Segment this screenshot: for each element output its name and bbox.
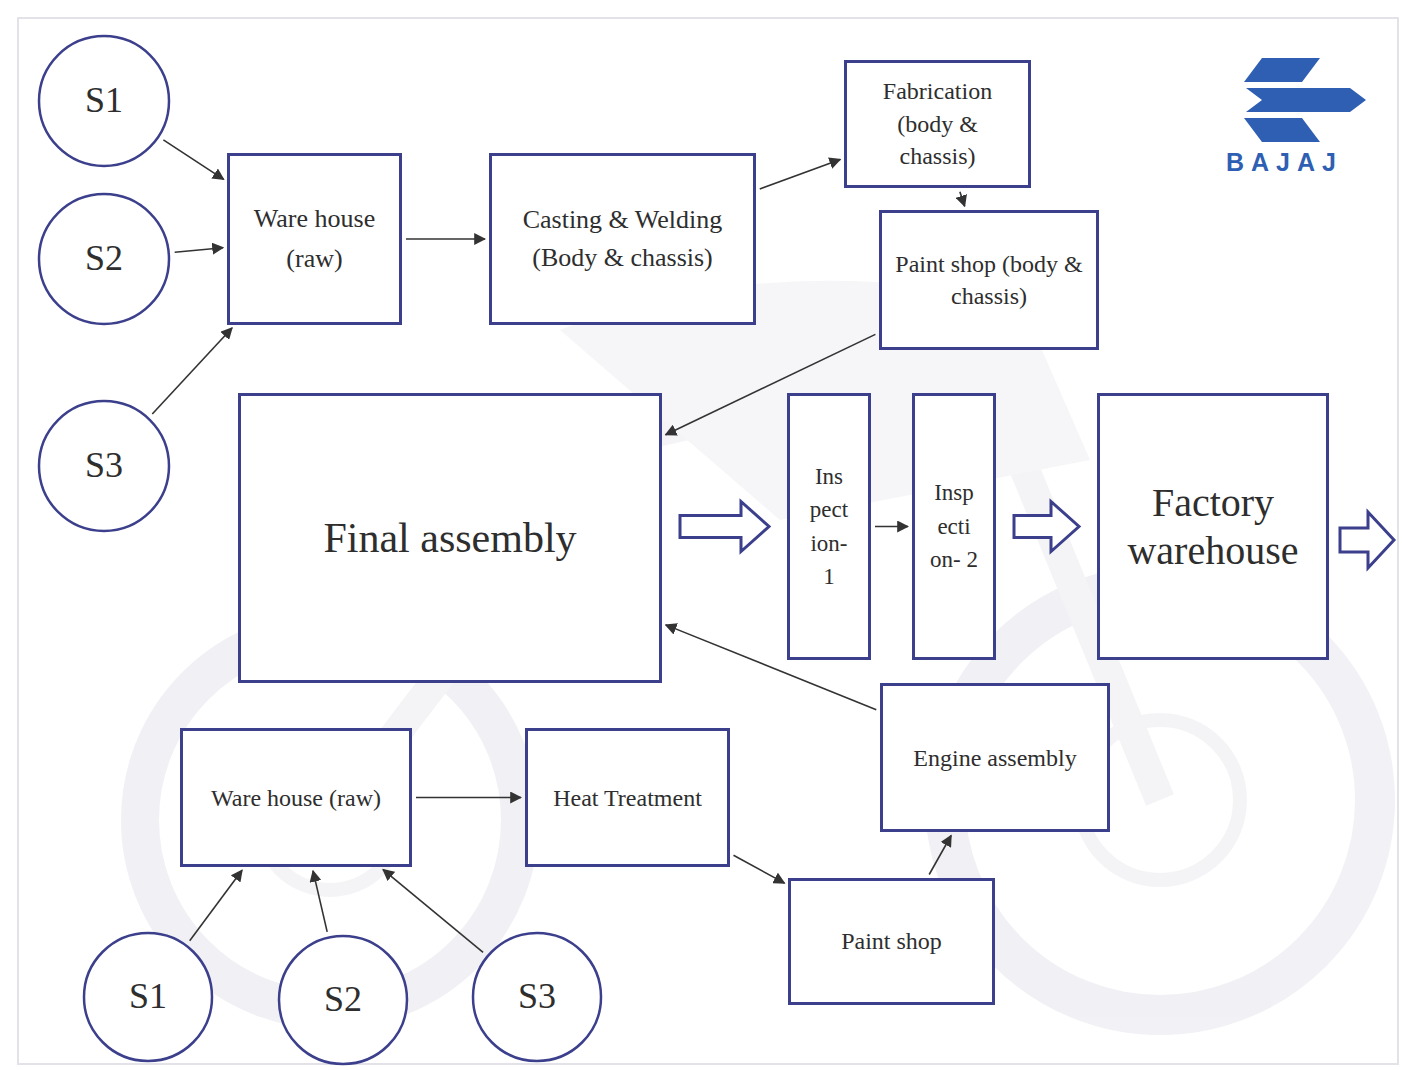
circle-shape (39, 401, 169, 531)
supplier-label: S2 (324, 978, 362, 1021)
process-box: Engine assembly (880, 683, 1110, 832)
flow-arrow (416, 797, 521, 799)
circle-shape (84, 933, 212, 1061)
brand-logo (1244, 58, 1366, 142)
process-box: Casting & Welding (Body & chassis) (489, 153, 756, 325)
process-label: Heat Treatment (553, 780, 702, 816)
supplier-circle: S3 (471, 931, 603, 1063)
process-box: Paint shop (788, 878, 995, 1005)
circle-shape (279, 936, 407, 1064)
slide-frame (18, 18, 1398, 1064)
flow-arrow (313, 871, 327, 932)
outflow-arrow (1340, 512, 1394, 568)
flow-arrow (929, 835, 951, 874)
process-label: Paint shop (body & chassis) (892, 248, 1086, 313)
flow-arrow (383, 870, 483, 953)
flow-arrow (152, 328, 232, 414)
flow-arrow (163, 140, 223, 180)
process-label: Factory warehouse (1110, 479, 1316, 575)
process-box: Final assembly (238, 393, 662, 683)
process-label: Ins pect ion- 1 (802, 460, 856, 593)
process-box: Heat Treatment (525, 728, 730, 867)
supplier-label: S3 (85, 444, 123, 487)
circle-shape (39, 194, 169, 324)
flow-arrow (734, 855, 785, 883)
logo-stripe (1244, 118, 1320, 142)
process-label: Engine assembly (913, 740, 1076, 776)
supplier-label: S1 (129, 975, 167, 1018)
process-label: Casting & Welding (Body & chassis) (502, 201, 743, 276)
process-label: Insp ecti on- 2 (927, 476, 981, 576)
process-label: Paint shop (841, 926, 942, 957)
motorcycle-watermark (140, 281, 1375, 1015)
process-label: Final assembly (323, 513, 576, 563)
supplier-label: S3 (518, 975, 556, 1018)
process-label: Fabrication (body & chassis) (857, 75, 1018, 172)
process-box: Insp ecti on- 2 (912, 393, 996, 660)
flow-arrow (960, 192, 965, 206)
supplier-circle: S2 (277, 934, 409, 1066)
process-box: Ware house (raw) (180, 728, 412, 867)
supplier-label: S2 (85, 237, 123, 280)
flow-arrow (175, 248, 223, 253)
process-box: Factory warehouse (1097, 393, 1329, 660)
logo-chevron (1246, 88, 1366, 112)
flow-arrow (760, 160, 840, 189)
process-label: Ware house (raw) (240, 199, 389, 280)
process-box: Paint shop (body & chassis) (879, 210, 1099, 350)
flow-arrow (406, 238, 485, 240)
supplier-label: S1 (85, 79, 123, 122)
supplier-circle: S1 (82, 931, 214, 1063)
brand-name: BAJAJ (1226, 148, 1343, 177)
flow-arrow (875, 526, 908, 528)
process-box: Fabrication (body & chassis) (844, 60, 1031, 188)
supplier-circle: S2 (37, 192, 171, 326)
block-arrow (680, 502, 769, 552)
supplier-circle: S1 (37, 34, 171, 168)
circle-shape (39, 36, 169, 166)
block-arrow (1014, 502, 1079, 552)
logo-stripe (1244, 58, 1320, 82)
process-label: Ware house (raw) (211, 780, 381, 816)
supplier-circle: S3 (37, 399, 171, 533)
process-box: Ins pect ion- 1 (787, 393, 871, 660)
circle-shape (473, 933, 601, 1061)
flow-arrow (190, 870, 242, 941)
process-box: Ware house (raw) (227, 153, 402, 325)
